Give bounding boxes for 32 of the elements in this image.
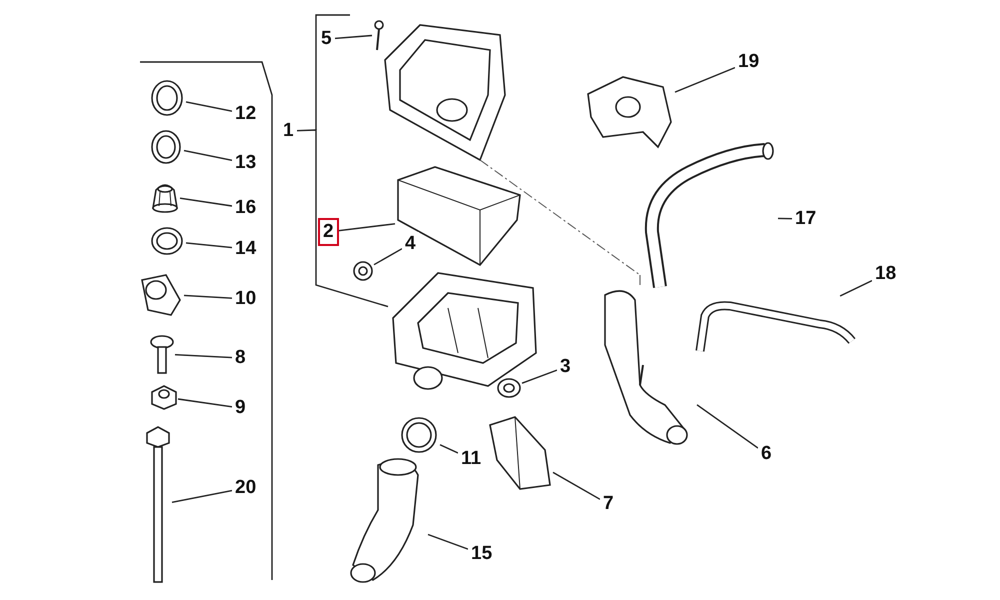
- leader-line: [778, 218, 792, 220]
- hose-clamp-drawing: [148, 78, 186, 118]
- air-filter-element-drawing: [395, 165, 523, 267]
- long-bolt-drawing: [144, 425, 172, 585]
- leader-line: [840, 280, 872, 297]
- leader-line: [178, 398, 232, 408]
- leader-line: [374, 248, 402, 266]
- leader-line: [186, 101, 232, 112]
- callout-number: 2: [318, 218, 339, 246]
- leader-line: [180, 198, 232, 207]
- leader-line: [184, 294, 232, 299]
- leader-line: [440, 444, 458, 454]
- leader-line: [428, 534, 468, 550]
- bolt-drawing: [149, 334, 175, 374]
- leader-line: [552, 472, 600, 500]
- leader-line: [184, 150, 232, 161]
- leader-line: [522, 369, 558, 384]
- leader-line: [334, 34, 372, 40]
- leader-line: [174, 354, 232, 358]
- leader-line: [338, 223, 396, 232]
- hose-clamp-drawing: [398, 415, 440, 455]
- hose-clamp-drawing: [148, 225, 186, 257]
- leader-line: [696, 404, 758, 449]
- leader-line: [186, 242, 232, 248]
- grommet-drawing: [352, 260, 374, 282]
- grommet-drawing: [496, 377, 522, 399]
- leader-line: [172, 490, 232, 503]
- hose-clamp-drawing: [148, 128, 184, 166]
- leader-line: [674, 66, 736, 93]
- leader-line: [296, 129, 388, 308]
- screw-drawing: [372, 20, 386, 50]
- nut-drawing: [150, 384, 178, 410]
